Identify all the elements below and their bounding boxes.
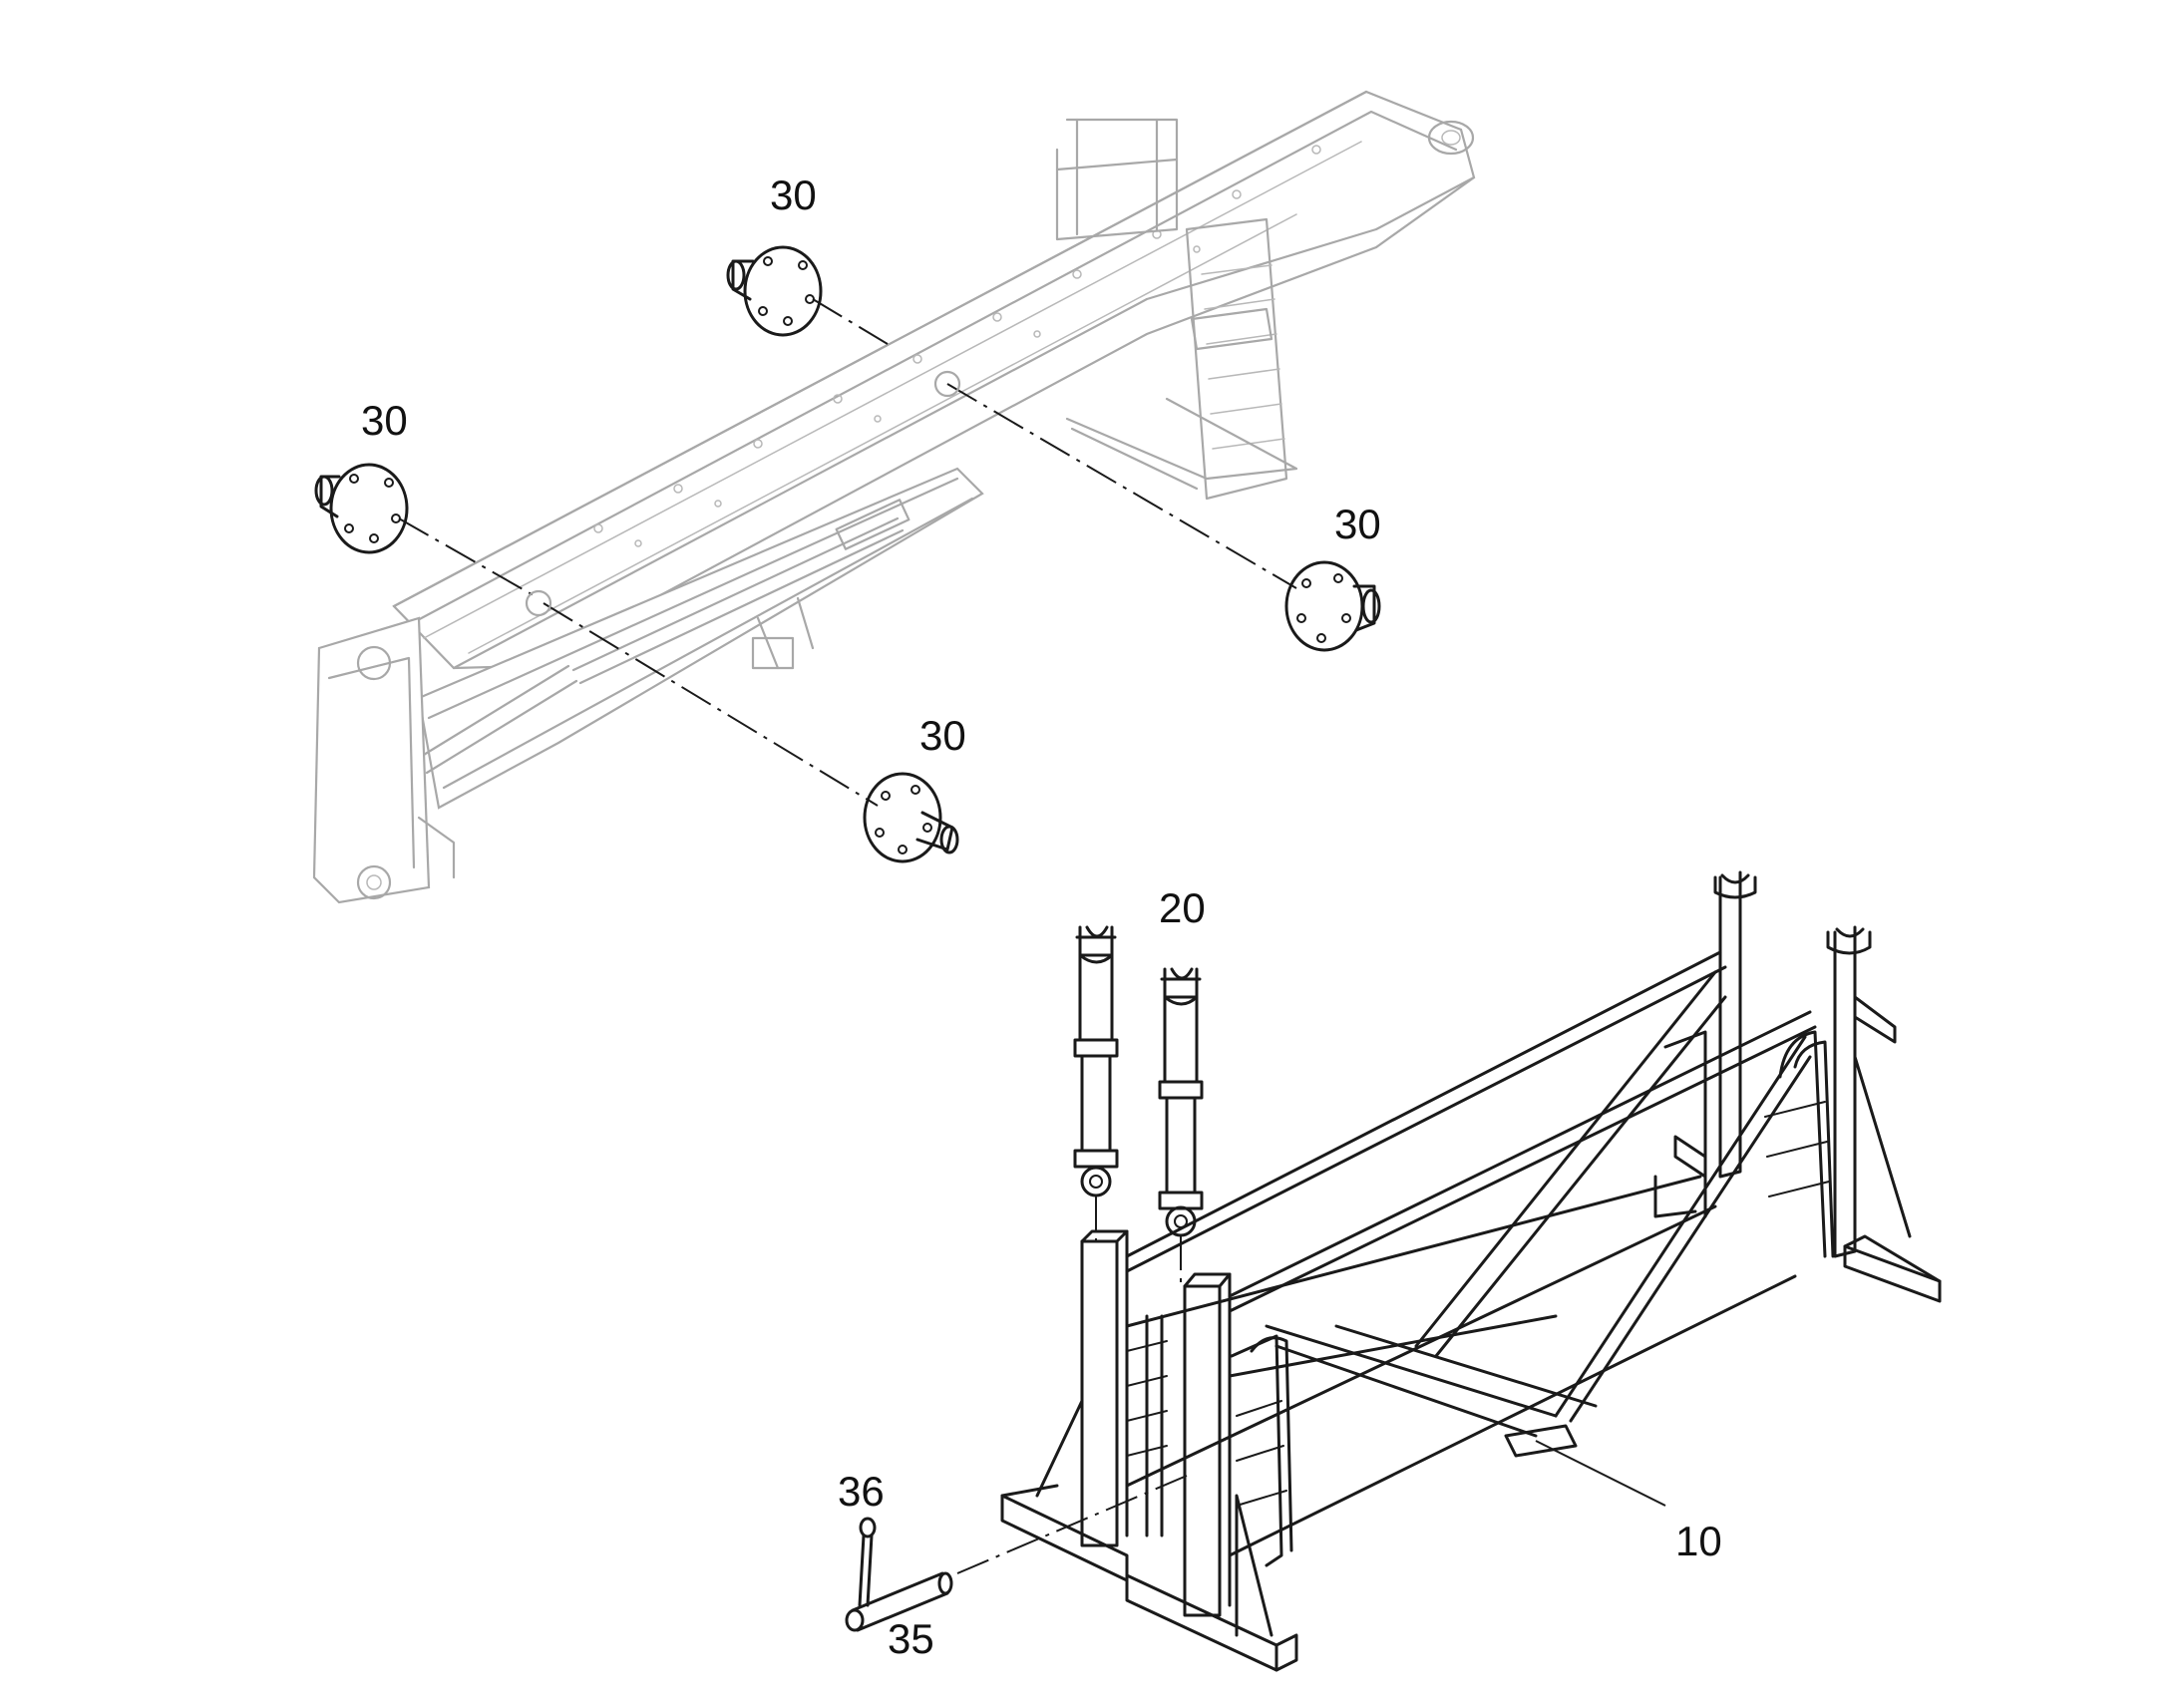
boom-assembly [312, 90, 1476, 904]
pin-part-lower [863, 772, 959, 863]
bolt-part [845, 1571, 953, 1632]
callout-30-right: 30 [1334, 501, 1381, 547]
callout-35: 35 [888, 1615, 934, 1662]
frame-leader-line [1535, 1440, 1666, 1507]
frame-ladder-rear [1653, 1030, 1835, 1258]
support-post-left [1073, 925, 1119, 1197]
pin-part-right [1284, 560, 1381, 652]
callout-36: 36 [838, 1468, 885, 1515]
pin-part-left [314, 463, 409, 554]
callout-30-upper-left: 30 [770, 171, 817, 218]
boom-platform [1055, 118, 1298, 501]
callout-10: 10 [1675, 1518, 1722, 1564]
callout-20: 20 [1159, 884, 1206, 931]
bolt-alignment-lines [956, 1475, 1188, 1574]
callout-30-left: 30 [361, 397, 408, 444]
frame-stand [1000, 870, 1942, 1672]
support-post-right [1158, 967, 1204, 1237]
pin-alignment-lines [398, 298, 1297, 807]
frame-ladder-front [1126, 1314, 1293, 1567]
callout-30-lower: 30 [919, 712, 966, 759]
split-pin-part [858, 1517, 877, 1607]
pin-part-upper-left [726, 245, 823, 337]
